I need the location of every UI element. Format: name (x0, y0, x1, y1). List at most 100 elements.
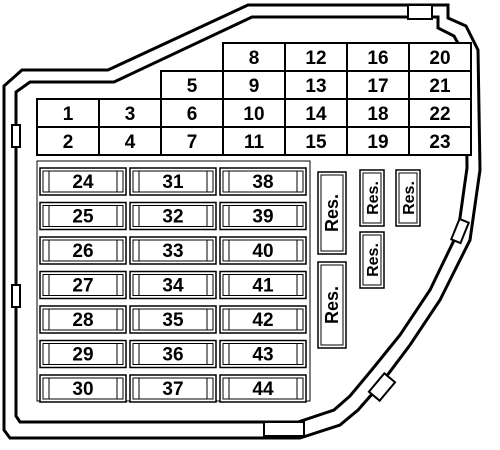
relay-label: Res. (322, 194, 342, 232)
housing-tab-bottom (263, 421, 305, 437)
fuse-cell (346, 98, 410, 128)
fuse-number: 2 (63, 132, 74, 153)
fuse-number: 23 (429, 132, 450, 153)
fuse-number: 4 (125, 132, 136, 153)
fuse-number: 9 (249, 76, 260, 97)
relay-label: Res. (365, 181, 382, 215)
fuse-number: 13 (305, 76, 326, 97)
fuse-number: 34 (162, 276, 184, 297)
fuse-cell (408, 42, 472, 72)
fuse-cell (222, 126, 286, 156)
fuse-slot (39, 236, 127, 265)
relay-slot (317, 171, 347, 255)
fuse-number: 32 (162, 207, 183, 228)
fuse-slot (219, 339, 307, 369)
fuse-cell (222, 70, 286, 100)
fuse-number: 11 (244, 132, 265, 153)
fuse-number: 19 (367, 132, 388, 153)
fuse-number: 40 (252, 241, 273, 262)
fuse-slot (219, 374, 307, 403)
fuse-number: 39 (252, 207, 273, 228)
fuse-number: 41 (252, 276, 274, 297)
fuse-cell (346, 42, 410, 72)
fuse-number: 1 (63, 104, 74, 125)
fuse-number: 10 (243, 104, 264, 125)
fuse-slot (39, 305, 127, 334)
fuse-slot-inner (132, 239, 214, 262)
fuse-slot (39, 270, 127, 300)
fuse-slot-inner (222, 170, 304, 193)
relay-slot-inner (320, 264, 344, 346)
fuse-number: 27 (72, 276, 93, 297)
fuse-slot (129, 339, 217, 369)
fuse-slot (39, 167, 127, 196)
fuse-number: 18 (367, 104, 388, 125)
lower-fuse-block: 2425262728293031323334353637383940414243… (36, 160, 311, 403)
fuse-cell (346, 126, 410, 156)
relay-label: Res. (365, 243, 382, 277)
fuse-slot-inner (42, 343, 124, 365)
fuse-number: 28 (72, 310, 93, 331)
relay-block: Res.Res.Res.Res.Res. (317, 169, 421, 349)
fuse-number: 44 (252, 379, 274, 400)
fuse-slot-inner (42, 239, 124, 262)
housing-tab-left-lower (11, 284, 21, 308)
relay-slot-inner (362, 172, 382, 224)
fuse-number: 43 (252, 345, 273, 366)
housing-tab-right-lower (367, 371, 397, 403)
fuse-number: 35 (162, 310, 184, 331)
fuse-slot-inner (42, 170, 124, 193)
fuse-number: 38 (252, 172, 273, 193)
fuse-number: 12 (305, 48, 326, 69)
relay-label: Res. (322, 286, 342, 324)
fuse-number: 6 (187, 104, 198, 125)
relay-slot (359, 169, 385, 227)
fuse-slot (129, 374, 217, 403)
fuse-number: 33 (162, 241, 183, 262)
fuse-slot-inner (132, 343, 214, 365)
fuse-number: 31 (162, 172, 184, 193)
fuse-slot-inner (222, 343, 304, 365)
fuse-number: 21 (429, 76, 451, 97)
fuse-cell (284, 98, 348, 128)
fuse-slot (219, 167, 307, 196)
fuse-slot-inner (132, 274, 214, 296)
fuse-slot (39, 339, 127, 369)
relay-slot (317, 261, 347, 349)
fuse-number: 15 (305, 132, 327, 153)
fuse-slot (129, 236, 217, 265)
fuse-number: 7 (187, 132, 198, 153)
fuse-slot-inner (42, 274, 124, 296)
fuse-slot-inner (222, 239, 304, 262)
relay-slot-inner (320, 174, 344, 252)
fuse-slot-inner (132, 205, 214, 227)
fuse-slot (129, 167, 217, 196)
fuse-slot (219, 201, 307, 231)
fuse-cell (408, 126, 472, 156)
fuse-cell (36, 126, 100, 156)
fuse-slot (129, 305, 217, 334)
fuse-number: 29 (72, 345, 93, 366)
relay-slot-inner (398, 172, 418, 224)
fuse-slot (129, 201, 217, 231)
housing-tab-left-upper (11, 124, 21, 148)
housing-tab-top (407, 4, 433, 20)
fuse-number: 5 (187, 76, 198, 97)
fuse-number: 26 (72, 241, 93, 262)
fuse-number: 14 (305, 104, 327, 125)
fuse-slot-inner (222, 205, 304, 227)
housing-tab-right-mid (449, 217, 471, 245)
fuse-slot (39, 374, 127, 403)
fuse-slot (219, 270, 307, 300)
fuse-number: 36 (162, 345, 183, 366)
fuse-slot-inner (132, 308, 214, 331)
fuse-number: 42 (252, 310, 273, 331)
fuse-number: 8 (249, 48, 260, 69)
fuse-slot-inner (42, 377, 124, 400)
fuse-number: 30 (72, 379, 93, 400)
fuse-number: 25 (72, 207, 94, 228)
relay-slot-inner (362, 234, 382, 286)
fuse-slot-inner (42, 308, 124, 331)
